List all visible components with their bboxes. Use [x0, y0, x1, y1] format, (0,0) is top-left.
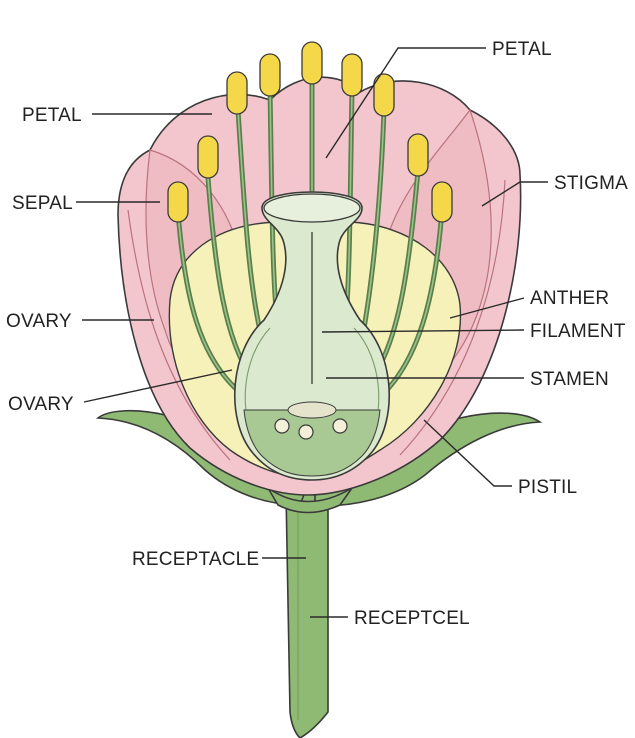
anther-6: [342, 54, 362, 96]
stem: [286, 492, 328, 738]
anther-8: [408, 134, 428, 176]
label-stigma: STIGMA: [554, 173, 628, 194]
ovule-1: [275, 419, 289, 433]
label-petal-left: PETAL: [22, 105, 82, 126]
label-stamen: STAMEN: [530, 369, 609, 390]
label-receptcel: RECEPTCEL: [354, 608, 470, 629]
label-petal-top-right: PETAL: [492, 39, 552, 60]
label-filament: FILAMENT: [530, 321, 626, 342]
anther-5: [302, 42, 322, 84]
label-sepal: SEPAL: [12, 193, 73, 214]
label-ovary-lower: OVARY: [8, 394, 74, 415]
anther-1: [168, 182, 188, 222]
anther-3: [227, 72, 247, 114]
label-ovary-upper: OVARY: [6, 311, 72, 332]
label-anther: ANTHER: [530, 288, 609, 309]
anther-4: [260, 54, 280, 96]
ovule-4: [333, 419, 347, 433]
stigma-top: [264, 194, 360, 222]
anther-9: [432, 182, 452, 222]
label-receptacle: RECEPTACLE: [132, 549, 259, 570]
anther-2: [198, 136, 218, 178]
ovule-2: [299, 425, 313, 439]
label-pistil: PISTIL: [518, 477, 577, 498]
ovary-mound: [288, 402, 336, 418]
